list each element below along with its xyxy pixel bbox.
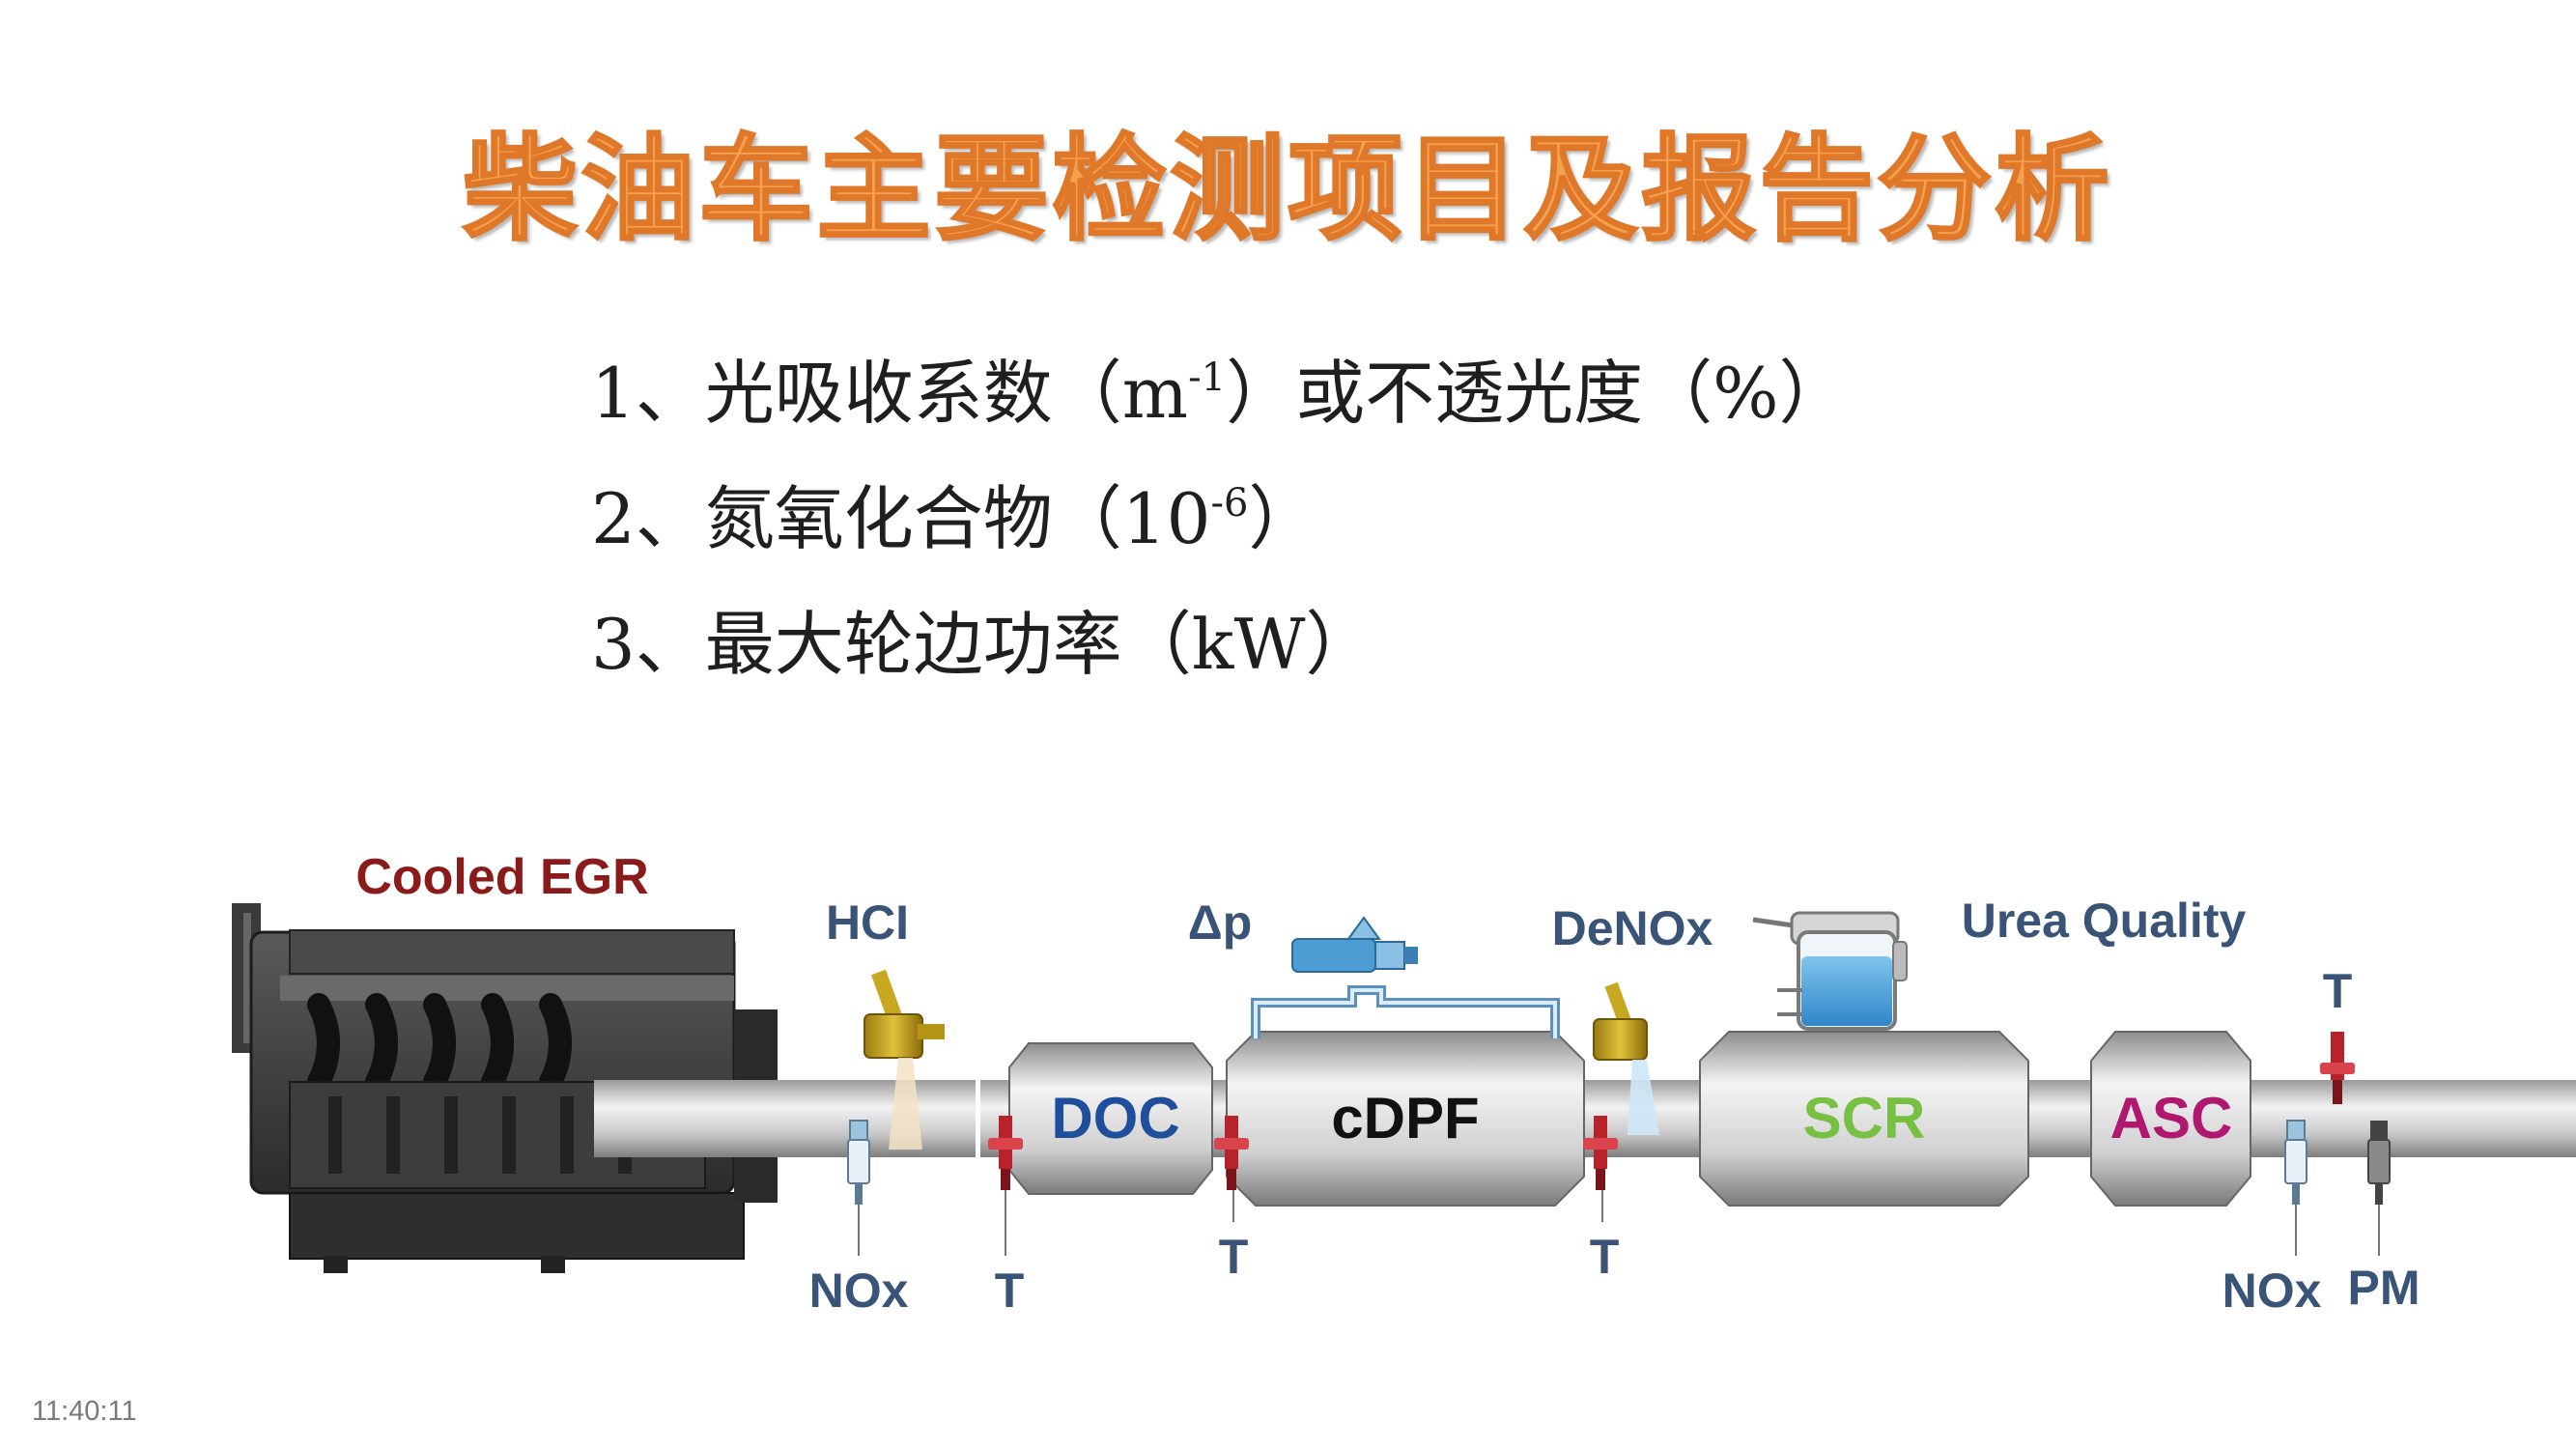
label-denox: DeNOx (1552, 901, 1713, 955)
inspection-items-list: 1、光吸收系数（m-1）或不透光度（%） 2、氮氧化合物（10-6） 3、最大轮… (591, 330, 1848, 707)
slide-timestamp: 11:40:11 (32, 1396, 137, 1427)
denox-doser-icon (1593, 981, 1659, 1135)
label-cooled-egr: Cooled EGR (355, 849, 648, 905)
item-text: 2、氮氧化合物（10 (591, 478, 1211, 559)
label-temp-1: T (995, 1264, 1025, 1318)
pressure-lines (1251, 985, 1560, 1038)
item-text: 3、最大轮边功率（kW） (591, 604, 1375, 685)
item-superscript: -6 (1210, 481, 1249, 526)
slide-title: 柴油车主要检测项目及报告分析 (462, 122, 2113, 258)
cdpf-canister (1226, 1031, 1585, 1207)
leader-lines (858, 1190, 2380, 1256)
list-item: 2、氮氧化合物（10-6） (591, 456, 1848, 582)
nox-sensor-icon (847, 1120, 870, 1205)
temperature-sensor-icon (2320, 1032, 2355, 1104)
item-superscript: -1 (1188, 355, 1227, 400)
nox-sensor-icon (2284, 1120, 2307, 1205)
label-temp-2: T (1219, 1230, 1249, 1284)
label-doc: DOC (1051, 1086, 1179, 1151)
label-asc: ASC (2110, 1086, 2233, 1151)
list-item: 3、最大轮边功率（kW） (591, 582, 1848, 707)
label-urea-quality: Urea Quality (1962, 894, 2247, 948)
item-text-suffix: ） (1248, 478, 1318, 559)
scr-canister (1699, 1031, 2029, 1207)
label-nox-upstream: NOx (809, 1264, 909, 1318)
label-nox-downstream: NOx (2222, 1264, 2322, 1318)
label-cdpf: cDPF (1331, 1086, 1479, 1151)
doc-canister (1008, 1042, 1213, 1195)
exhaust-aftertreatment-diagram: Cooled EGR HCI Δp DeNOx Urea Quality DOC… (232, 849, 2576, 1318)
label-hci: HCI (826, 895, 909, 950)
label-temp-4: T (2323, 964, 2353, 1018)
label-dp: Δp (1188, 895, 1252, 950)
temperature-sensor-icon (1214, 1116, 1249, 1190)
temperature-sensor-icon (988, 1116, 1023, 1190)
item-text: 1、光吸收系数（m (591, 353, 1189, 434)
hci-injector-icon (863, 969, 945, 1150)
label-scr: SCR (1803, 1086, 1926, 1151)
asc-canister (2090, 1031, 2251, 1207)
urea-tank-icon (1752, 911, 1908, 1031)
pm-sensor-icon (2367, 1121, 2391, 1205)
label-pm: PM (2348, 1261, 2420, 1315)
item-text-suffix: ）或不透光度（%） (1226, 353, 1849, 434)
temperature-sensor-icon (1583, 1116, 1618, 1190)
differential-pressure-sensor-icon (1291, 916, 1418, 973)
label-temp-3: T (1590, 1230, 1620, 1284)
list-item: 1、光吸收系数（m-1）或不透光度（%） (591, 330, 1848, 456)
